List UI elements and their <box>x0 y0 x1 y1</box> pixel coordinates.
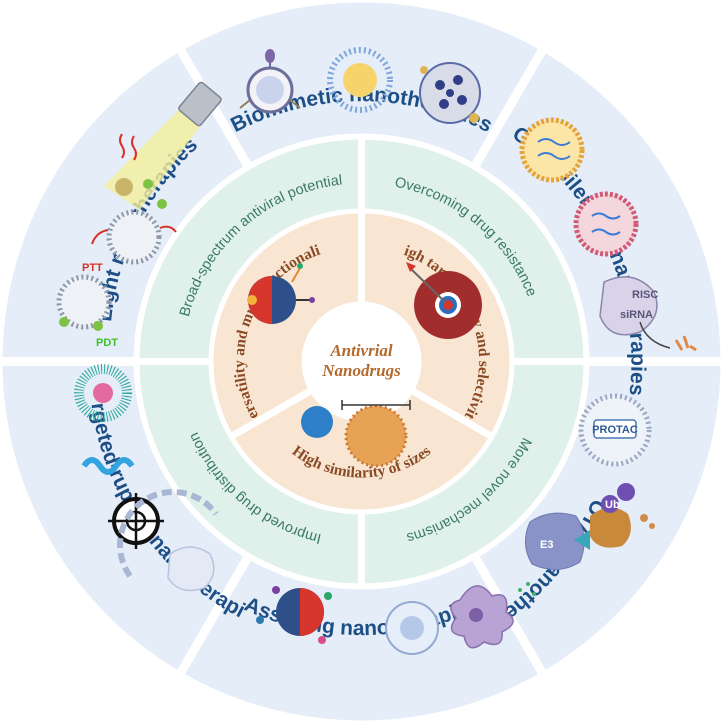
ptt-nanoparticle-icon: PTT <box>82 209 177 274</box>
center-title-line1: Antivrial <box>329 341 393 360</box>
targeted-rupture-starburst-nanoparticle-icon <box>74 364 132 422</box>
light-source-beam-icon <box>104 81 222 210</box>
ub-label: Ub <box>605 499 620 511</box>
gene-silencing-lipid-nanoparticle-icon <box>519 117 585 183</box>
protac-label: PROTAC <box>592 424 638 436</box>
pdt-label: PDT <box>96 337 118 349</box>
biomimetic-cell-membrane-nanoparticle-icon <box>239 49 301 114</box>
size-similarity-icon <box>301 400 411 468</box>
virus-target-icon <box>406 262 482 339</box>
protac-nanoparticle-icon: PROTAC <box>578 393 652 467</box>
peptide-helix-icon <box>81 457 135 475</box>
risc-label: RISC <box>632 289 658 301</box>
biomimetic-liposome-icon <box>327 47 393 113</box>
ptt-label: PTT <box>82 262 103 274</box>
crosshair-target-icon <box>108 493 164 549</box>
immune-cell-icon <box>385 601 439 655</box>
e3-ligase-ubiquitin-icon: E3 Ub <box>525 483 655 570</box>
gene-silencing-polymer-nanoparticle-icon <box>573 191 639 257</box>
pdt-nanoparticle-icon: PDT <box>56 274 118 349</box>
ruptured-virus-envelope-icon <box>117 489 219 592</box>
center-title-line2: Nanodrugs <box>321 361 401 380</box>
multifunctional-nanoparticle-icon <box>247 263 315 324</box>
sirna-label: siRNA <box>620 309 653 321</box>
dendritic-cell-icon <box>450 582 536 649</box>
e3-label: E3 <box>540 539 553 551</box>
center-circle <box>301 301 422 422</box>
assisting-multifunctional-nanoparticle-icon <box>256 586 332 644</box>
biomimetic-virus-mimicking-nanoparticle-icon <box>419 62 481 124</box>
risc-complex-icon: RISC siRNA <box>599 276 697 352</box>
